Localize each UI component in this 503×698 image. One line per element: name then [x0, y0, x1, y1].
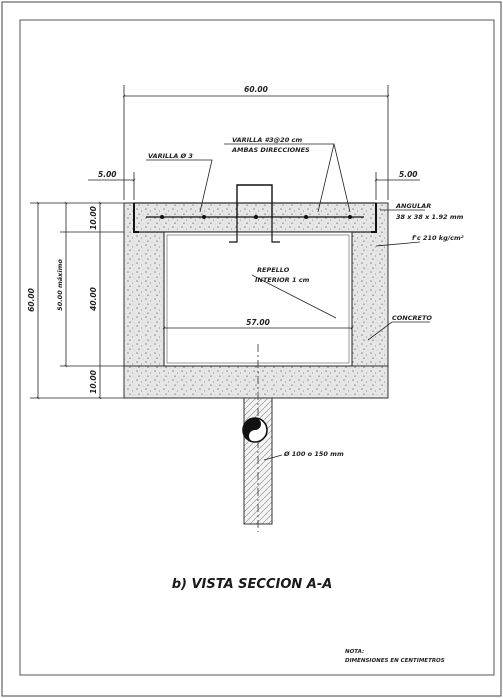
label-concrete: CONCRETO [392, 314, 432, 322]
dim-top-width-text: 60.00 [244, 85, 268, 94]
section-title: b) VISTA SECCION A-A [172, 577, 333, 592]
flow-symbol [242, 417, 268, 443]
note-text: DIMENSIONES EN CENTIMETROS [345, 658, 445, 664]
handle-anchor [229, 217, 280, 243]
note-heading: NOTA: [345, 649, 364, 655]
angle-steel-left [133, 203, 139, 233]
label-rebar-grid-2: AMBAS DIRECCIONES [231, 146, 310, 154]
label-pipe: Ø 100 o 150 mm [283, 450, 344, 458]
dim-inner-width-text: 57.00 [246, 318, 270, 327]
label-concrete-strength: f'c 210 kg/cm² [412, 234, 464, 242]
dim-top-width [122, 85, 390, 200]
label-angle-size: 38 x 38 x 1.92 mm [396, 213, 464, 221]
label-plaster: REPELLO [257, 266, 290, 274]
dim-inner-height: 40.00 [89, 287, 98, 311]
inner-frame [19, 19, 495, 676]
dim-verticals [30, 201, 124, 400]
dim-offsets [88, 172, 420, 200]
dim-total-height: 60.00 [27, 288, 36, 312]
label-angle: ANGULAR [395, 202, 431, 210]
dim-base-thickness: 10.00 [89, 370, 98, 394]
dim-left-offset: 5.00 [98, 170, 117, 179]
dim-usable-height: 50.00 máximo [56, 259, 64, 311]
concrete-base [123, 365, 389, 399]
inner-cavity [163, 231, 353, 367]
lifting-handle [236, 184, 273, 217]
dim-slab-thickness: 10.00 [89, 206, 98, 230]
dim-right-offset: 5.00 [399, 170, 418, 179]
rebar-dots [160, 215, 352, 219]
label-rebar-handle: VARILLA Ø 3 [148, 152, 193, 160]
label-rebar-grid: VARILLA #3@20 cm [232, 136, 302, 144]
leader-lines [146, 143, 430, 461]
angle-steel-right [371, 203, 377, 233]
label-plaster-2: INTERIOR 1 cm [255, 276, 310, 284]
